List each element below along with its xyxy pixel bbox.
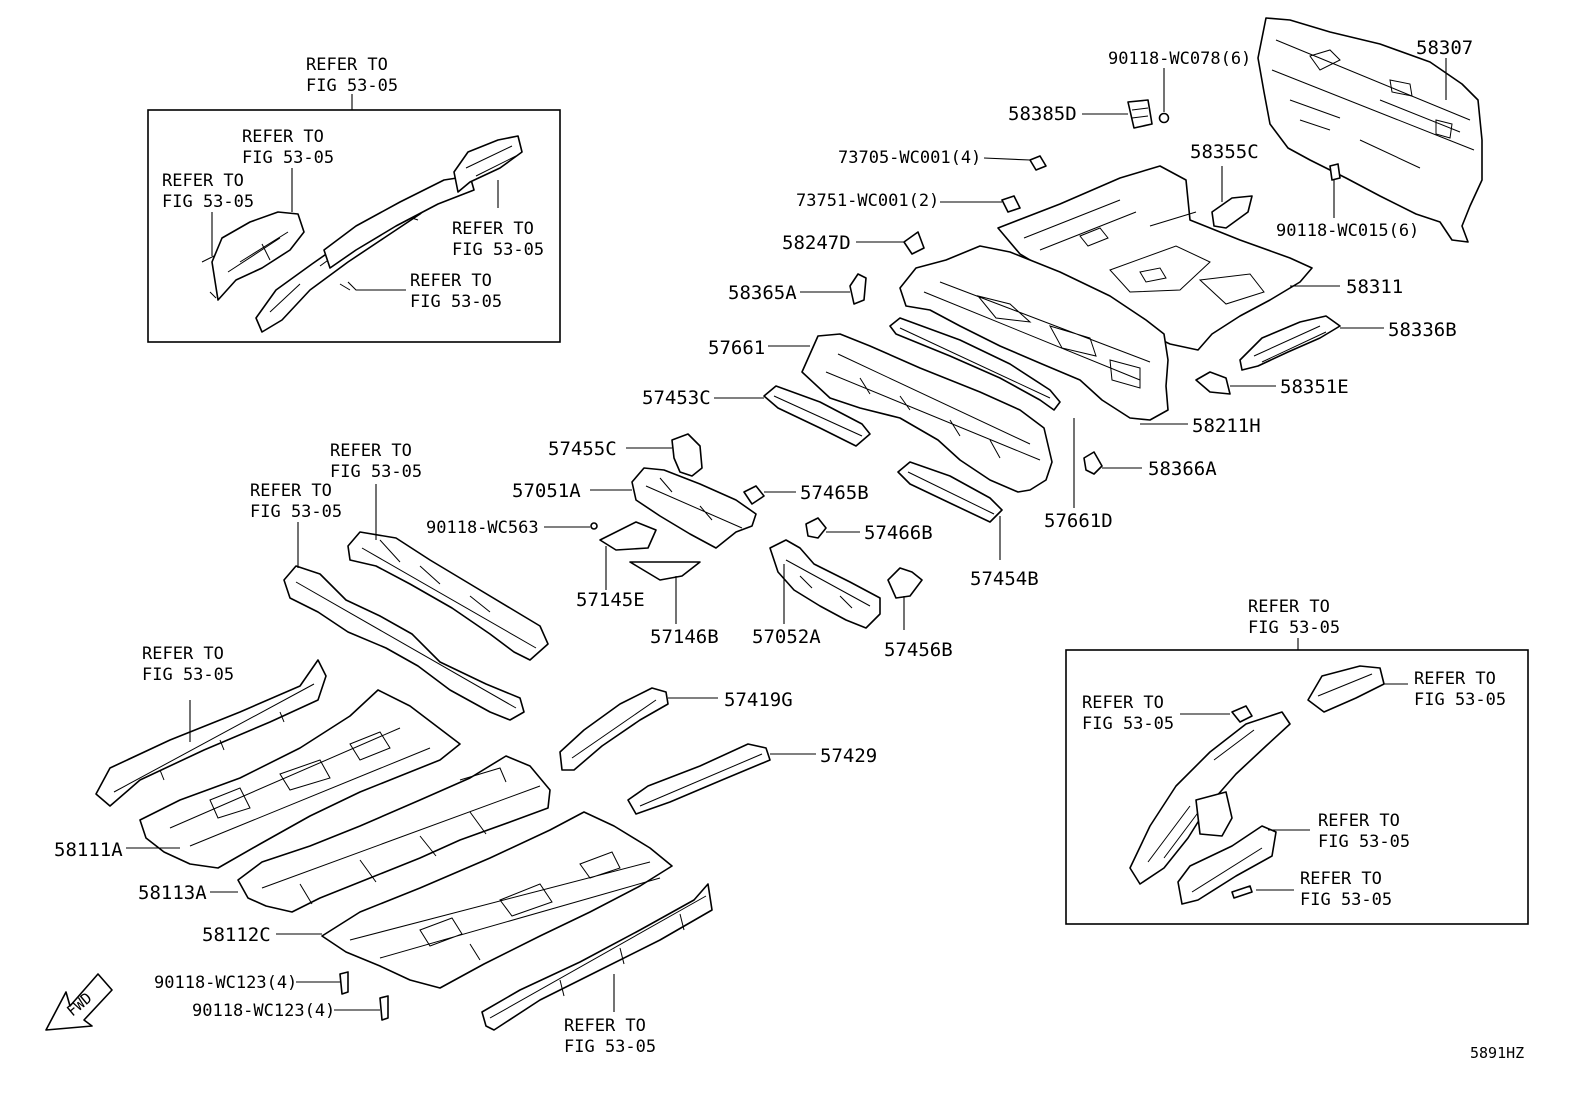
label-58113a: 58113A (138, 882, 207, 904)
label-58307: 58307 (1416, 37, 1473, 59)
inset-box-bottom-right (1065, 638, 1529, 925)
floor-58112c (276, 811, 673, 989)
label-57051a: 57051A (512, 480, 581, 502)
fasteners-57145e-57146b (544, 521, 701, 624)
label-58365a: 58365A (728, 282, 797, 304)
fastener-group-top-right (940, 68, 1341, 218)
inset-box-top-left (147, 94, 561, 343)
bracket-57465b (743, 485, 796, 505)
label-58111a: 58111A (54, 839, 123, 861)
part-58351e (1195, 371, 1276, 395)
label-57456b: 57456B (884, 639, 953, 661)
reinforcement-57453c (714, 385, 871, 447)
refer-inset-c-l1: REFER TO (452, 219, 534, 239)
label-58112c: 58112C (202, 924, 271, 946)
label-58385d: 58385D (1008, 103, 1077, 125)
refer-sill-l1: REFER TO (564, 1016, 646, 1036)
member-57429 (627, 743, 816, 815)
bracket-58366a (1083, 451, 1142, 475)
crossmember-57052a (769, 539, 881, 629)
crossmember-57051a (590, 467, 757, 549)
refer-br-c-l2: FIG 53-05 (1318, 832, 1410, 852)
refer-br-b-l2: FIG 53-05 (1414, 690, 1506, 710)
label-90118-wc015: 90118-WC015(6) (1276, 221, 1419, 241)
refer-upper-member-l2: FIG 53-05 (330, 462, 422, 482)
part-58355c (1211, 166, 1253, 229)
crossmember-57661 (768, 333, 1053, 493)
refer-upper-member-l1: REFER TO (330, 441, 412, 461)
label-57465b: 57465B (800, 482, 869, 504)
label-73751: 73751-WC001(2) (796, 191, 939, 211)
crossmember-57661d (889, 317, 1075, 508)
refer-br-d-l2: FIG 53-05 (1300, 890, 1392, 910)
brace-57455c (626, 433, 703, 477)
floor-58211h (899, 245, 1188, 425)
bracket-57466b (805, 517, 860, 539)
refer-lower-member-l2: FIG 53-05 (250, 502, 342, 522)
label-57455c: 57455C (548, 438, 617, 460)
refer-inset-c-l2: FIG 53-05 (452, 240, 544, 260)
fwd-arrow-icon: FWD (45, 973, 113, 1031)
refer-top-inset-l2: FIG 53-05 (306, 76, 398, 96)
refer-sill-l2: FIG 53-05 (564, 1037, 656, 1057)
label-58211h: 58211H (1192, 415, 1261, 437)
refer-br-b-l1: REFER TO (1414, 669, 1496, 689)
refer-inset-b-l1: REFER TO (162, 171, 244, 191)
member-57419g (559, 687, 718, 771)
refer-br-d-l1: REFER TO (1300, 869, 1382, 889)
label-90118-wc078: 90118-WC078(6) (1108, 49, 1251, 69)
part-58336b (1239, 315, 1384, 371)
refer-br-inset-l1: REFER TO (1248, 597, 1330, 617)
bolts-wc123 (296, 971, 389, 1021)
diagram-code: 5891HZ (1470, 1044, 1524, 1062)
label-58247d: 58247D (782, 232, 851, 254)
refer-inset-d-l2: FIG 53-05 (410, 292, 502, 312)
label-57661d: 57661D (1044, 510, 1113, 532)
refer-floor-l2: FIG 53-05 (142, 665, 234, 685)
refer-br-inset-l2: FIG 53-05 (1248, 618, 1340, 638)
label-58351e: 58351E (1280, 376, 1349, 398)
label-57145e: 57145E (576, 589, 645, 611)
refer-inset-d-l1: REFER TO (410, 271, 492, 291)
refer-top-inset-l1: REFER TO (306, 55, 388, 75)
tunnel-58113a (210, 755, 551, 913)
refer-inset-a-l2: FIG 53-05 (242, 148, 334, 168)
brackets-58247d-58365a (800, 231, 925, 305)
label-90118-wc563: 90118-WC563 (426, 518, 539, 538)
reinforcement-57454b (897, 461, 1003, 560)
label-90118-wc123-b: 90118-WC123(4) (192, 1001, 335, 1021)
label-57429: 57429 (820, 745, 877, 767)
label-58355c: 58355C (1190, 141, 1259, 163)
label-57419g: 57419G (724, 689, 793, 711)
label-57052a: 57052A (752, 626, 821, 648)
label-73705: 73705-WC001(4) (838, 148, 981, 168)
label-57466b: 57466B (864, 522, 933, 544)
sill-rocker (481, 883, 713, 1031)
label-58366a: 58366A (1148, 458, 1217, 480)
rear-panel-58307 (1257, 17, 1483, 243)
bracket-57456b (887, 567, 923, 630)
refer-inset-a-l1: REFER TO (242, 127, 324, 147)
label-57661: 57661 (708, 337, 765, 359)
refer-floor-l1: REFER TO (142, 644, 224, 664)
label-90118-wc123-a: 90118-WC123(4) (154, 973, 297, 993)
refer-br-a-l2: FIG 53-05 (1082, 714, 1174, 734)
refer-br-a-l1: REFER TO (1082, 693, 1164, 713)
label-57453c: 57453C (642, 387, 711, 409)
label-57146b: 57146B (650, 626, 719, 648)
refer-lower-member-l1: REFER TO (250, 481, 332, 501)
refer-br-c-l1: REFER TO (1318, 811, 1400, 831)
label-58311: 58311 (1346, 276, 1403, 298)
label-57454b: 57454B (970, 568, 1039, 590)
refer-inset-b-l2: FIG 53-05 (162, 192, 254, 212)
side-member-lower (283, 522, 525, 721)
floor-58111a (95, 659, 461, 869)
label-58336b: 58336B (1388, 319, 1457, 341)
side-member-upper (347, 484, 549, 661)
